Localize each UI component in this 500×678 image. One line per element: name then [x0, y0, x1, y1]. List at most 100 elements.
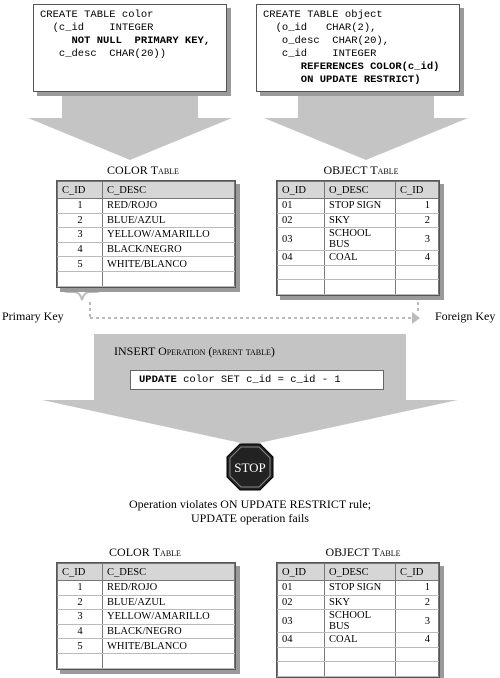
empty-row — [277, 647, 439, 663]
primary-key-brace — [59, 283, 105, 301]
table-cell: 01 — [277, 580, 325, 596]
table-cell: YELLOW/AMARILLO — [102, 609, 235, 625]
empty-row — [277, 265, 439, 281]
table-cell: 4 — [57, 242, 103, 258]
object-ddl-box: CREATE TABLE object (o_id CHAR(2), o_des… — [256, 4, 460, 92]
stop-sign-text: STOP — [234, 460, 266, 475]
object-ddl-code: CREATE TABLE object (o_id CHAR(2), o_des… — [263, 9, 440, 86]
table-cell: SCHOOL BUS — [324, 609, 396, 634]
table-cell: 3 — [57, 609, 103, 625]
table-cell: 02 — [277, 213, 325, 229]
key-link-arrowhead — [412, 312, 420, 324]
stop-sign-icon: STOP — [226, 443, 274, 491]
table-cell: WHITE/BLANCO — [102, 638, 235, 654]
empty-row — [277, 661, 439, 677]
table-cell: 5 — [57, 638, 103, 654]
color-table-title-after: COLOR Table — [109, 545, 181, 559]
table-cell: 3 — [395, 227, 439, 252]
table-cell: YELLOW/AMARILLO — [102, 227, 235, 243]
update-statement-code: UPDATE color SET c_id = c_id - 1 — [139, 374, 341, 386]
table-cell: 04 — [277, 250, 325, 266]
column-header: C_ID — [395, 563, 439, 581]
table-cell: 04 — [277, 632, 325, 648]
update-statement-box: UPDATE color SET c_id = c_id - 1 — [130, 370, 384, 390]
table-cell: 4 — [395, 250, 439, 266]
table-cell: 1 — [57, 198, 103, 214]
table-cell: 1 — [57, 580, 103, 596]
table-cell: BLUE/AZUL — [102, 213, 235, 229]
insert-operation-panel: INSERT Operation (parent table) UPDATE c… — [94, 334, 406, 400]
table-cell: WHITE/BLANCO — [102, 256, 235, 272]
table-cell: 3 — [57, 227, 103, 243]
table-cell: 1 — [395, 198, 439, 214]
table-cell: STOP SIGN — [324, 580, 396, 596]
table-cell: BLUE/AZUL — [102, 595, 235, 611]
column-header: C_DESC — [102, 563, 235, 581]
column-header: C_ID — [57, 563, 103, 581]
table-cell: SKY — [324, 213, 396, 229]
empty-row — [57, 653, 235, 669]
table-cell: 4 — [395, 632, 439, 648]
empty-row — [277, 279, 439, 295]
table-cell: 02 — [277, 595, 325, 611]
table-cell: 2 — [395, 213, 439, 229]
arrow-object-ddl — [264, 95, 468, 160]
column-header: C_ID — [395, 181, 439, 199]
table-cell: 2 — [395, 595, 439, 611]
foreign-key-label: Foreign Key — [435, 309, 496, 323]
primary-key-label: Primary Key — [2, 309, 64, 323]
color-table-title: COLOR Table — [107, 163, 179, 177]
table-cell: 03 — [277, 609, 325, 634]
table-cell: STOP SIGN — [324, 198, 396, 214]
table-cell: 01 — [277, 198, 325, 214]
table-cell: RED/ROJO — [102, 198, 235, 214]
table-cell: BLACK/NEGRO — [102, 624, 235, 640]
object-table-title: OBJECT Table — [323, 163, 399, 177]
column-header: O_DESC — [324, 181, 396, 199]
table-cell: COAL — [324, 632, 396, 648]
column-header: O_ID — [277, 181, 325, 199]
table-cell: 5 — [57, 256, 103, 272]
failure-message: Operation violates ON UPDATE RESTRICT ru… — [128, 497, 372, 525]
table-cell: 2 — [57, 595, 103, 611]
column-header: C_ID — [57, 181, 103, 199]
column-header: C_DESC — [102, 181, 235, 199]
object-table-title-after: OBJECT Table — [325, 545, 401, 559]
table-cell: RED/ROJO — [102, 580, 235, 596]
column-header: O_ID — [277, 563, 325, 581]
table-cell: BLACK/NEGRO — [102, 242, 235, 258]
color-ddl-box: CREATE TABLE color (c_id INTEGER NOT NUL… — [33, 4, 227, 92]
table-cell: 03 — [277, 227, 325, 252]
table-cell: SKY — [324, 595, 396, 611]
color-ddl-code: CREATE TABLE color (c_id INTEGER NOT NUL… — [40, 9, 211, 60]
table-cell: SCHOOL BUS — [324, 227, 396, 252]
arrow-insert — [42, 400, 458, 445]
table-cell: 4 — [57, 624, 103, 640]
table-cell: 1 — [395, 580, 439, 596]
table-cell: 3 — [395, 609, 439, 634]
table-cell: COAL — [324, 250, 396, 266]
table-cell: 2 — [57, 213, 103, 229]
arrow-color-ddl — [28, 95, 232, 160]
